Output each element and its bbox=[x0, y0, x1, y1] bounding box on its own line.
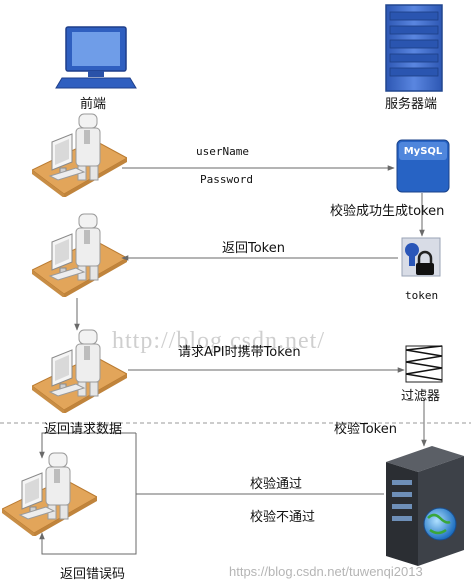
server-rack-icon bbox=[385, 4, 443, 92]
mysql-badge: MySQL bbox=[403, 146, 443, 157]
check-token-label: 校验Token bbox=[334, 422, 397, 437]
filter-label: 过滤器 bbox=[401, 389, 441, 404]
watermark-center: http://blog.csdn.net/ bbox=[112, 328, 325, 354]
user-workstation-icon bbox=[2, 452, 97, 536]
arrow-return-data bbox=[39, 432, 136, 459]
server-globe-icon bbox=[386, 446, 464, 566]
check-fail-label: 校验不通过 bbox=[250, 510, 316, 525]
mysql-database-icon bbox=[396, 139, 450, 193]
api-request-label: 请求API时携带Token bbox=[178, 345, 301, 360]
token-lock-icon bbox=[401, 237, 441, 277]
return-data-label: 返回请求数据 bbox=[44, 422, 123, 437]
user-workstation-icon bbox=[32, 113, 127, 197]
request-username-label: userName bbox=[196, 145, 249, 158]
check-pass-label: 校验通过 bbox=[250, 477, 303, 492]
flow-arrows bbox=[0, 165, 471, 555]
token-caption: token bbox=[405, 289, 439, 302]
filter-icon bbox=[405, 345, 443, 383]
return-error-label: 返回错误码 bbox=[60, 567, 126, 582]
client-label: 前端 bbox=[80, 97, 107, 112]
arrow-return-error bbox=[39, 494, 137, 555]
watermark-footer: https://blog.csdn.net/tuwenqi2013 bbox=[229, 564, 423, 579]
server-label: 服务器端 bbox=[385, 97, 438, 112]
return-token-label: 返回Token bbox=[222, 241, 285, 256]
computer-monitor-icon bbox=[55, 26, 137, 89]
verify-success-label: 校验成功生成token bbox=[330, 204, 445, 219]
user-workstation-icon bbox=[32, 213, 127, 297]
request-password-label: Password bbox=[200, 173, 253, 186]
